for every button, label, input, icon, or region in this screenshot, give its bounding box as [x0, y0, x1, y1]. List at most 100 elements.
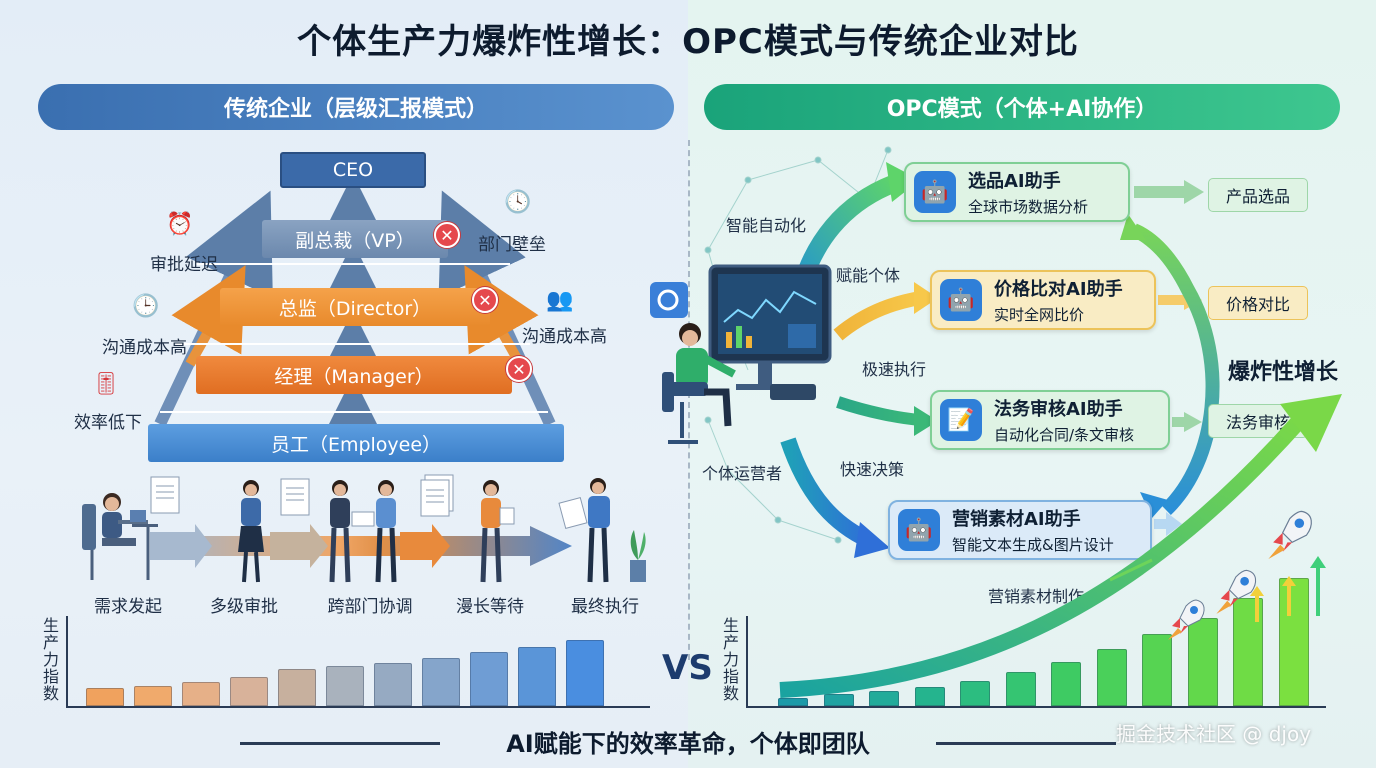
y-axis-char: 力 — [42, 650, 59, 669]
productivity-bar — [134, 686, 172, 706]
left-x-axis — [66, 706, 650, 708]
clock-icon: 🕒 — [132, 294, 160, 319]
people-chat-icon: 👥 — [546, 288, 574, 313]
tier-employee: 员工（Employee） — [148, 424, 564, 462]
blocked-x-icon: ✕ — [434, 222, 460, 248]
y-axis-char: 指 — [722, 667, 739, 686]
ai-card-marketing[interactable]: 🤖 营销素材AI助手智能文本生成&图片设计 — [888, 500, 1152, 560]
flow-arrows — [780, 162, 1220, 558]
ai-card-price-comparison[interactable]: 🤖 价格比对AI助手实时全网比价 — [930, 270, 1156, 330]
ai-card-subtitle: 实时全网比价 — [994, 306, 1085, 324]
robot-icon: 🤖 — [898, 509, 940, 551]
people-handshake-icon — [329, 480, 397, 583]
productivity-bar — [182, 682, 220, 706]
y-axis-char: 产 — [722, 633, 739, 652]
process-step: 多级审批 — [210, 597, 278, 617]
person-reading-icon — [558, 478, 610, 583]
document-icon: 📝 — [940, 399, 982, 441]
up-arrow-icon — [1250, 586, 1264, 622]
ai-card-subtitle: 自动化合同/条文审核 — [994, 426, 1135, 444]
process-step: 漫长等待 — [456, 597, 524, 617]
y-axis-char: 力 — [722, 650, 739, 669]
productivity-bar — [914, 687, 945, 706]
opc-mode-header: OPC模式（个体+AI协作） — [704, 84, 1340, 130]
output-product-selection: 产品选品 — [1208, 178, 1308, 212]
page-title: 个体生产力爆炸性增长：OPC模式与传统企业对比 — [297, 22, 1079, 62]
ai-card-title: 选品AI助手 — [968, 171, 1061, 192]
blocked-x-icon: ✕ — [506, 356, 532, 382]
flow-label-fast-exec: 极速执行 — [862, 360, 927, 379]
rocket-icon — [1268, 510, 1312, 559]
tier-manager: 经理（Manager） — [196, 356, 512, 394]
productivity-bar — [326, 666, 364, 706]
growth-curve-arrow — [779, 394, 1342, 698]
rocket-icon — [1168, 599, 1205, 640]
left-y-axis — [66, 616, 68, 708]
process-step: 跨部门协调 — [327, 597, 413, 617]
label-low-efficiency: 效率低下 — [74, 413, 142, 433]
ai-card-subtitle: 全球市场数据分析 — [968, 198, 1089, 216]
ai-card-subtitle: 智能文本生成&图片设计 — [952, 536, 1114, 554]
right-x-axis — [746, 706, 1326, 708]
tier-vp: 副总裁（VP） — [262, 220, 448, 258]
operator-label: 个体运营者 — [702, 464, 783, 483]
blocked-x-icon: ✕ — [472, 287, 498, 313]
operator-at-computer-icon — [650, 264, 832, 444]
productivity-bar — [1142, 634, 1172, 706]
productivity-bar — [422, 658, 460, 706]
output-price-comparison: 价格对比 — [1208, 286, 1308, 320]
explosive-growth-label: 爆炸性增长 — [1228, 360, 1339, 385]
productivity-bar — [1051, 662, 1081, 706]
footer-line-right — [936, 742, 1116, 745]
label-comm-cost-left: 沟通成本高 — [102, 338, 187, 358]
footer-line-left — [240, 742, 440, 745]
productivity-bar — [230, 677, 268, 706]
productivity-bar — [960, 681, 990, 706]
robot-icon: 🤖 — [914, 171, 956, 213]
productivity-bar — [1187, 618, 1218, 706]
plant-icon — [630, 530, 646, 582]
sliders-icon: 🎚 — [92, 372, 120, 397]
flow-label-empower: 赋能个体 — [836, 266, 901, 285]
ai-card-title: 营销素材AI助手 — [952, 509, 1081, 530]
productivity-bar — [778, 698, 808, 706]
ai-card-product-selection[interactable]: 🤖 选品AI助手全球市场数据分析 — [904, 162, 1130, 222]
center-divider — [688, 140, 690, 660]
label-approval-delay: 审批延迟 — [150, 255, 218, 275]
process-step: 需求发起 — [94, 597, 162, 617]
y-axis-char: 生 — [42, 616, 59, 635]
tier-director: 总监（Director） — [220, 288, 490, 326]
productivity-bar — [566, 640, 604, 706]
up-arrow-icon — [1282, 576, 1296, 616]
productivity-bar — [86, 688, 124, 706]
productivity-bar — [278, 669, 316, 706]
y-axis-char: 生 — [722, 616, 739, 635]
alarm-clock-icon: ⏰ — [166, 212, 194, 237]
y-axis-char: 数 — [722, 684, 739, 703]
flow-label-fast-decide: 快速决策 — [840, 460, 905, 479]
person-waiting-icon — [480, 480, 515, 583]
flow-label-automation: 智能自动化 — [726, 216, 807, 235]
label-dept-barrier: 部门壁垒 — [478, 235, 546, 255]
ai-card-title: 价格比对AI助手 — [994, 279, 1123, 300]
robot-icon: 🤖 — [940, 279, 982, 321]
tier-ceo: CEO — [280, 152, 426, 188]
ai-card-legal-review[interactable]: 📝 法务审核AI助手自动化合同/条文审核 — [930, 390, 1170, 450]
clock-icon: 🕓 — [504, 190, 532, 215]
productivity-bar — [823, 694, 854, 706]
y-axis-char: 指 — [42, 667, 59, 686]
vs-label: VS — [662, 648, 713, 688]
document-stack-icon — [420, 474, 454, 517]
y-axis-char: 数 — [42, 684, 59, 703]
productivity-bar — [470, 652, 508, 706]
flow-label-marketing-make: 营销素材制作 — [988, 587, 1085, 606]
productivity-bar — [1005, 672, 1036, 706]
person-woman-icon — [238, 480, 264, 583]
productivity-bar — [1096, 649, 1127, 706]
document-icon — [280, 478, 310, 516]
document-icon — [150, 476, 180, 514]
up-arrow-icon — [1310, 556, 1326, 616]
productivity-bar — [518, 647, 556, 706]
person-at-desk-icon — [82, 493, 158, 580]
traditional-enterprise-header: 传统企业（层级汇报模式） — [38, 84, 674, 130]
